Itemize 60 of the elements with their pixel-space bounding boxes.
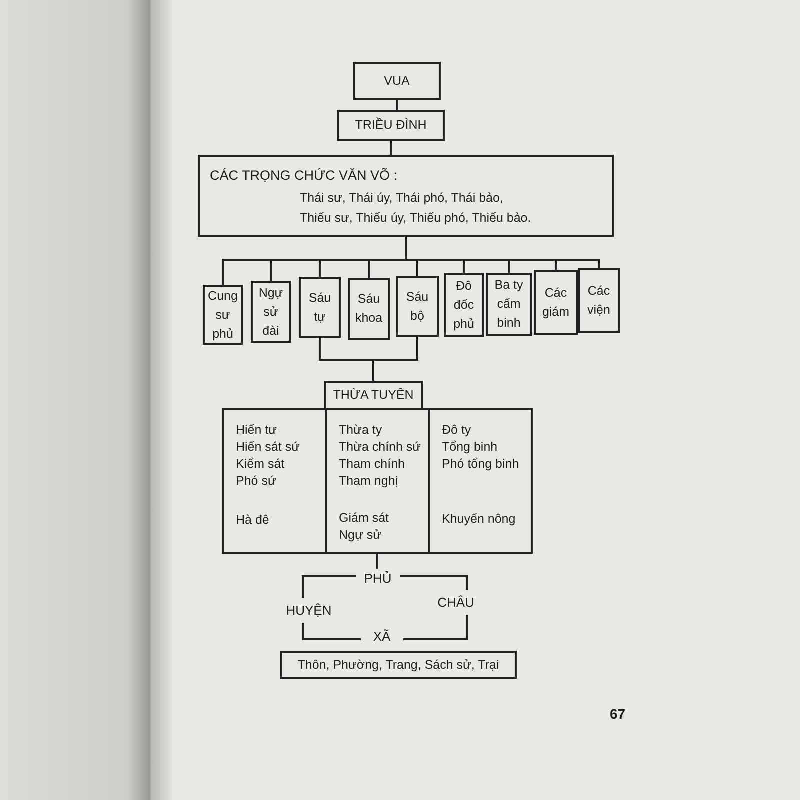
list-item: Phó tổng binh xyxy=(442,456,520,473)
box-text: HUYỆN xyxy=(286,602,332,619)
box-text: Sáu tự xyxy=(308,290,332,326)
connector-line xyxy=(372,337,418,381)
list-item: Tham chính xyxy=(339,456,406,473)
connector-line xyxy=(302,576,356,598)
list-item: Ngự sử xyxy=(339,527,382,544)
box-text: Cung sư phủ xyxy=(208,288,238,343)
page-number: 67 xyxy=(610,706,626,722)
box-text: Sáu khoa xyxy=(355,291,383,327)
box-heading: CÁC TRỌNG CHỨC VĂN VÕ : xyxy=(210,167,399,184)
list-item: Thừa chính sứ xyxy=(339,439,422,456)
org-box xyxy=(486,273,532,336)
connector-line xyxy=(376,554,378,569)
list-item: Hà đê xyxy=(236,512,270,529)
org-box xyxy=(251,281,291,343)
org-box xyxy=(280,651,517,679)
connector-line xyxy=(400,576,468,590)
list-item: Kiểm sát xyxy=(236,456,286,473)
list-item: Hiến tư xyxy=(236,422,278,439)
org-box xyxy=(444,273,484,337)
org-box xyxy=(534,270,578,335)
org-box xyxy=(396,276,439,337)
box-text: Sáu bộ xyxy=(406,288,429,324)
list-item: Tổng binh xyxy=(442,439,499,456)
box-text: Các giám xyxy=(542,284,570,321)
list-item: Hiến sát sứ xyxy=(236,439,301,456)
table-column xyxy=(325,408,430,554)
org-box xyxy=(353,62,441,100)
org-box xyxy=(348,278,390,340)
org-box xyxy=(198,155,614,237)
org-box xyxy=(324,381,423,410)
box-text: XÃ xyxy=(373,628,391,645)
list-item: Thừa ty xyxy=(339,422,384,439)
list-item: Phó sứ xyxy=(236,473,278,490)
connector-line xyxy=(403,615,468,640)
box-text: Ngự sử đài xyxy=(258,284,284,340)
box-text: Các viện xyxy=(588,282,610,318)
connector-line xyxy=(302,623,361,640)
org-box xyxy=(578,268,620,333)
list-item: Tham nghị xyxy=(339,473,400,490)
table-column xyxy=(428,408,533,554)
org-box xyxy=(337,110,445,141)
connector-line xyxy=(396,100,398,110)
org-box xyxy=(299,277,341,338)
box-text: VUA xyxy=(384,72,410,90)
box-text: Thái sư, Thái úy, Thái phó, Thái bảo, Thiếu sư, Thiếu úy, Thiếu phó, Thiếu bảo. xyxy=(300,190,532,227)
list-item: Giám sát xyxy=(339,510,390,527)
list-item: Đô ty xyxy=(442,422,472,439)
table-column xyxy=(222,408,327,554)
box-text: TRIỀU ĐÌNH xyxy=(355,117,427,134)
box-text: CHÂU xyxy=(438,594,474,611)
box-text: THỪA TUYÊN xyxy=(333,387,414,404)
box-text: Thôn, Phường, Trang, Sách sử, Trại xyxy=(298,656,500,674)
box-text: Ba ty cấm binh xyxy=(494,277,524,332)
connector-line xyxy=(390,141,392,155)
box-text: PHỦ xyxy=(364,570,392,587)
box-text: Đô đốc phủ xyxy=(454,278,474,333)
connector-line xyxy=(405,237,600,268)
list-item: Khuyến nông xyxy=(442,511,517,528)
